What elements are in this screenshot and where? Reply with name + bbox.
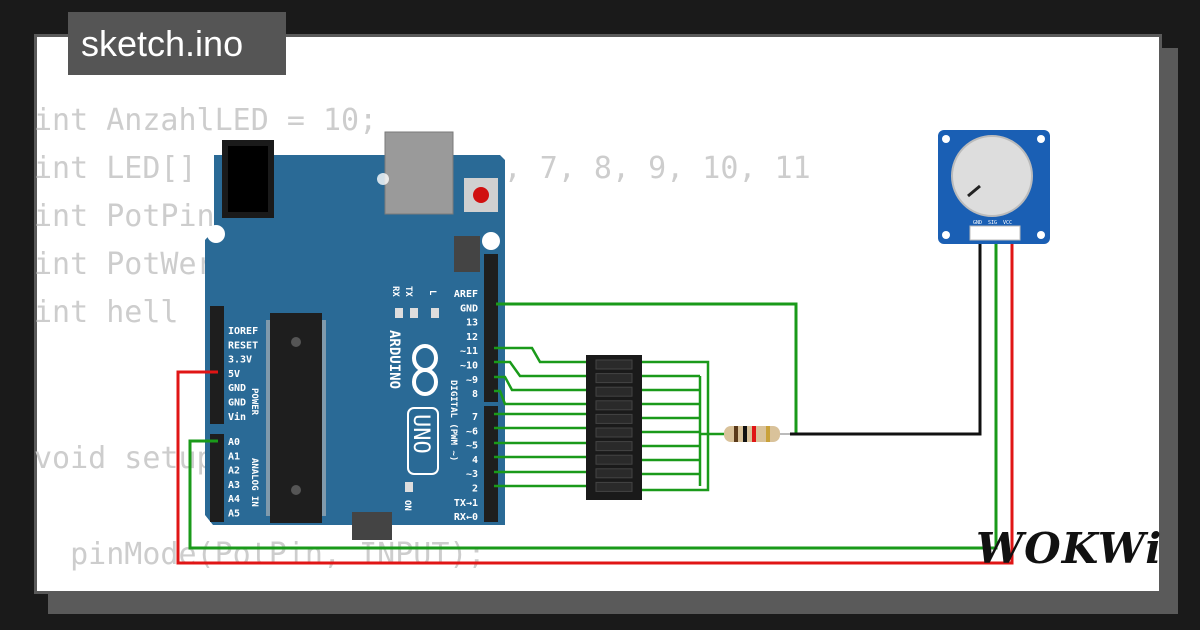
digital-pin-label: ~11: [460, 346, 478, 357]
code-line: int AnzahlLED = 10;: [34, 103, 378, 138]
bargraph-segment: [595, 441, 633, 452]
power-pin-label: 3.3V: [228, 355, 252, 366]
code-line: int PotPin: [34, 199, 215, 234]
analog-pin-label: A2: [228, 466, 240, 477]
board-model: UNO: [408, 414, 433, 454]
uno-badge: [407, 407, 439, 475]
icsp-header: [352, 236, 480, 540]
digital-label: DIGITAL (PWM ~): [448, 380, 458, 461]
power-pin-label: GND: [228, 383, 246, 394]
power-pin-label: GND: [228, 398, 246, 409]
l-label: L: [427, 290, 437, 296]
power-label: POWER: [249, 388, 259, 416]
bargraph-segment: [595, 468, 633, 479]
bargraph-segment: [595, 400, 633, 411]
pot-pin-label: VCC: [1003, 220, 1012, 226]
analog-pin-label: A4: [228, 494, 240, 505]
digital-pin-label: 7: [472, 412, 478, 423]
digital-pin-label: 2: [472, 484, 478, 495]
digital-pin-label: AREF: [454, 289, 478, 300]
wokwi-logo[interactable]: WOKWi: [976, 524, 1163, 573]
arduino-uno-board[interactable]: ARDUINO UNO ON TX RX L POWER ANALOG IN D…: [205, 131, 505, 540]
arduino-logo-icon: [412, 344, 438, 396]
digital-pin-label: TX→1: [454, 498, 478, 509]
analog-header: [210, 434, 224, 522]
power-pin-label: 5V: [228, 369, 240, 380]
wire-5v: [176, 234, 1014, 565]
power-pin-label: Vin: [228, 411, 246, 423]
wire-a0: [188, 234, 998, 550]
digital-pin-label: 12: [466, 332, 478, 343]
usb-port: [384, 131, 454, 215]
power-header: [210, 306, 224, 424]
bargraph-segment: [595, 386, 633, 397]
resistor[interactable]: [724, 426, 790, 442]
wire-pot-gnd: [790, 234, 982, 436]
digital-pin-label: GND: [460, 303, 478, 314]
potentiometer-module[interactable]: GND SIG VCC: [938, 130, 1050, 244]
digital-pin-label: ~6: [466, 426, 478, 437]
led-bargraph[interactable]: [586, 355, 642, 500]
power-pin-label: IOREF: [228, 326, 258, 337]
on-label: ON: [402, 500, 412, 511]
power-pin-label: RESET: [228, 340, 258, 351]
analog-pin-label: A5: [228, 509, 240, 520]
digital-pin-label: ~3: [466, 469, 478, 480]
bargraph-segment: [595, 359, 633, 370]
digital-pin-label: ~5: [466, 441, 478, 452]
analog-pin-label: A3: [228, 480, 240, 491]
bargraph-segment: [595, 427, 633, 438]
digital-pin-label: 8: [472, 389, 478, 400]
analog-label: ANALOG IN: [249, 458, 259, 507]
bargraph-segment: [595, 454, 633, 465]
analog-pin-label: A1: [228, 451, 240, 462]
digital-header-bottom: [484, 406, 498, 522]
digital-pin-label: ~10: [460, 361, 478, 372]
rx-label: RX: [390, 286, 400, 297]
digital-pin-label: 13: [466, 318, 478, 329]
digital-pin-label: RX←0: [454, 512, 478, 523]
wire-gnd: [496, 302, 798, 434]
board-brand: ARDUINO: [386, 330, 402, 389]
tx-label: TX: [403, 286, 413, 297]
potentiometer-knob[interactable]: [951, 135, 1033, 217]
digital-pin-label: ~9: [466, 375, 478, 386]
file-tab[interactable]: sketch.ino: [68, 12, 286, 75]
pot-pin-label: SIG: [988, 220, 997, 226]
bargraph-segment: [595, 481, 633, 492]
bargraph-segment: [595, 373, 633, 384]
digital-pin-label: 4: [472, 455, 478, 466]
wires: [176, 234, 1014, 565]
analog-pin-label: A0: [228, 437, 240, 448]
code-line: int hell: [34, 295, 179, 330]
pot-pin-label: GND: [973, 220, 982, 226]
digital-header-top: [484, 254, 498, 402]
bargraph-segment: [595, 413, 633, 424]
